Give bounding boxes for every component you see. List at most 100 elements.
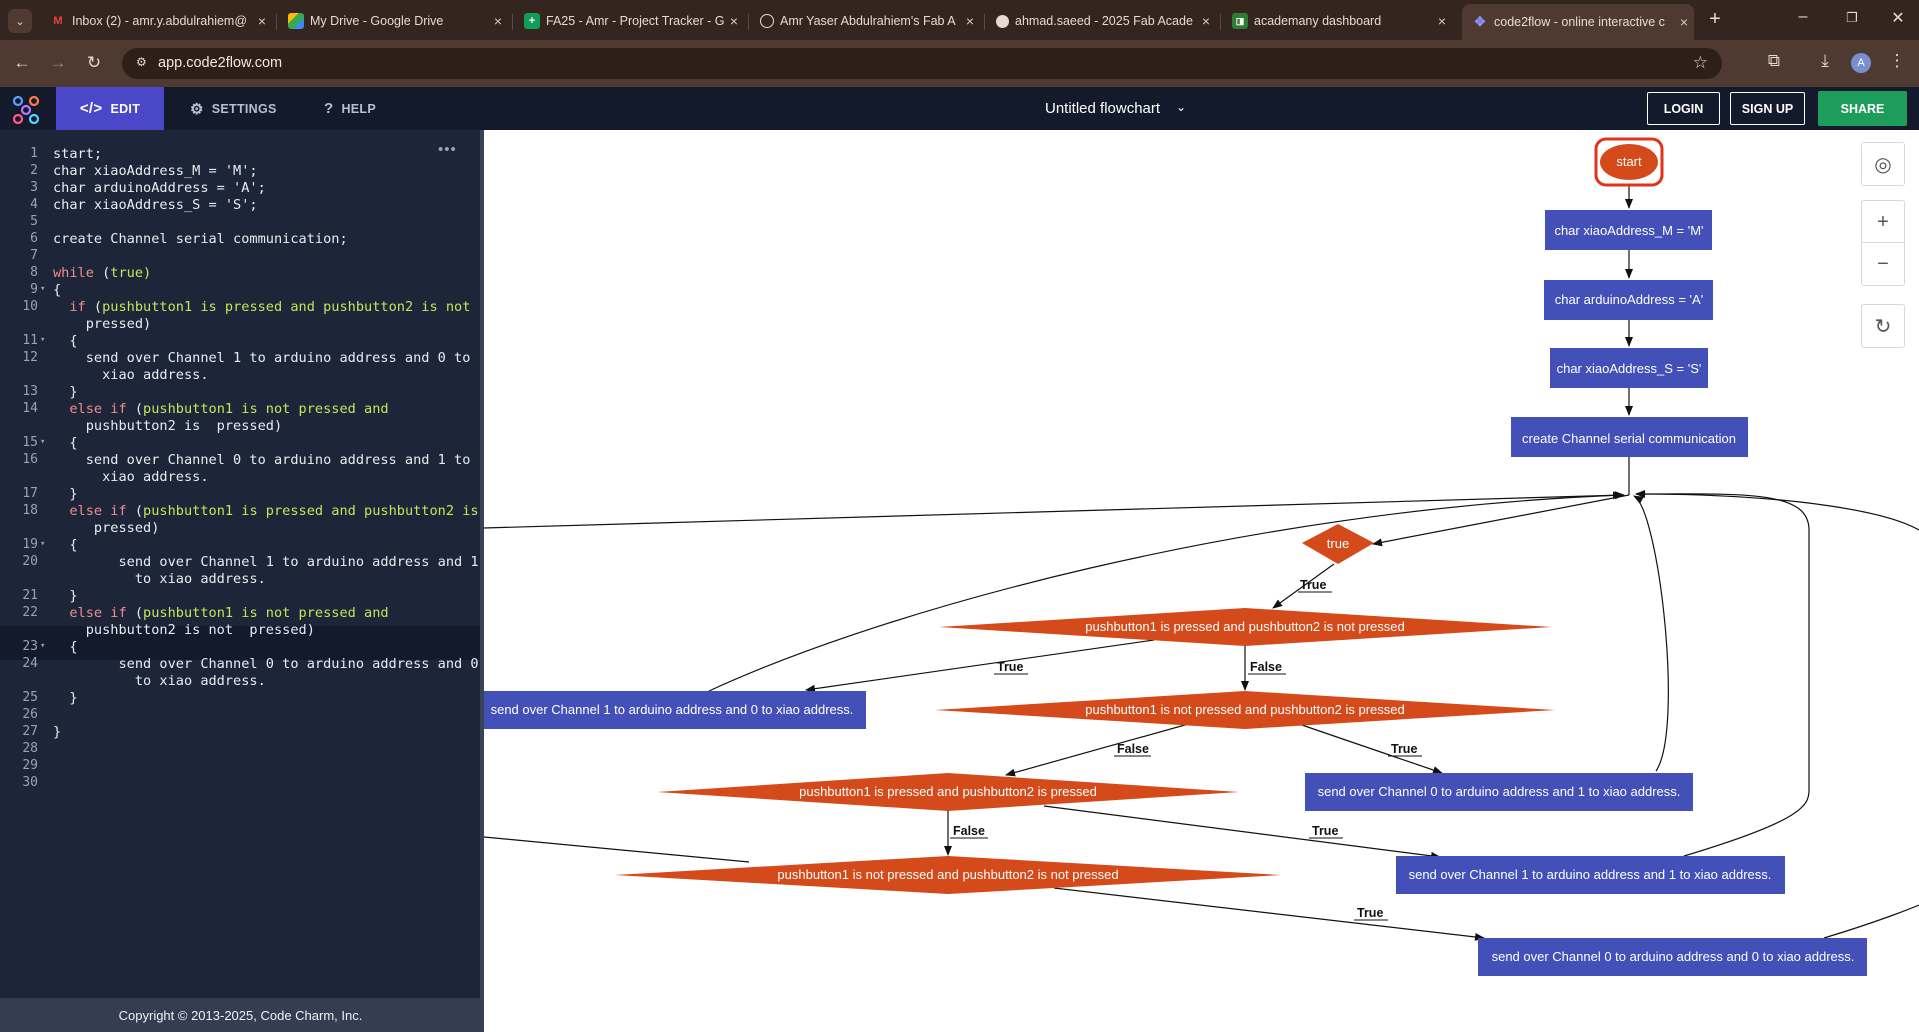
address-bar[interactable]: ⚙ app.code2flow.com ☆	[122, 48, 1722, 79]
code-line[interactable]: 11▾ {	[0, 333, 481, 350]
browser-tab-ahmad[interactable]: ahmad.saeed - 2025 Fab Acade ×	[986, 6, 1216, 36]
document-title[interactable]: Untitled flowchart	[1045, 100, 1161, 117]
code-line[interactable]: pushbutton2 is not pressed)	[0, 622, 481, 639]
code-text[interactable]: while (true)	[53, 265, 152, 281]
code-line[interactable]: 21 }	[0, 588, 481, 605]
signup-button[interactable]: SIGN UP	[1730, 92, 1805, 125]
code-line[interactable]: 30	[0, 775, 481, 792]
download-icon[interactable]: ⤓	[1821, 51, 1829, 70]
code-text[interactable]: if (pushbutton1 is pressed and pushbutto…	[69, 299, 471, 315]
process-node-arduino[interactable]	[1544, 280, 1713, 320]
fold-icon[interactable]: ▾	[40, 437, 46, 447]
decision-node-4[interactable]	[615, 856, 1281, 894]
process-node-xiao-m[interactable]	[1545, 210, 1712, 250]
process-node-send-0-1[interactable]	[1305, 773, 1693, 811]
start-node[interactable]	[1600, 144, 1658, 180]
close-tab-icon[interactable]: ×	[1437, 13, 1447, 29]
forward-icon[interactable]: →	[49, 53, 67, 72]
code-line[interactable]: 24 send over Channel 0 to arduino addres…	[0, 656, 481, 673]
close-tab-icon[interactable]: ×	[965, 13, 975, 29]
more-options-icon[interactable]: •••	[438, 141, 457, 158]
target-icon[interactable]: ◎	[1861, 142, 1905, 186]
code-line[interactable]: 25 }	[0, 690, 481, 707]
tab-help[interactable]: ? HELP	[324, 87, 376, 130]
decision-node-1[interactable]	[939, 608, 1552, 646]
code-text[interactable]: pushbutton2 is not pressed)	[53, 622, 315, 638]
back-icon[interactable]: ←	[13, 53, 31, 72]
code-text[interactable]: {	[53, 537, 78, 553]
code-text[interactable]: to xiao address.	[53, 571, 266, 587]
code-text[interactable]: send over Channel 1 to arduino address a…	[53, 350, 471, 366]
process-node-channel[interactable]	[1511, 417, 1748, 457]
new-tab-icon[interactable]: +	[1709, 8, 1721, 30]
code-line[interactable]: pressed)	[0, 520, 481, 537]
fold-icon[interactable]: ▾	[40, 284, 46, 294]
flowchart-canvas[interactable]: start char xiaoAddress_M = 'M' char ardu…	[484, 130, 1919, 1032]
browser-tab-academany[interactable]: ◨ academany dashboard ×	[1222, 6, 1452, 36]
fold-icon[interactable]: ▾	[40, 335, 46, 345]
code-text[interactable]: {	[53, 282, 62, 298]
code-line[interactable]: 20 send over Channel 1 to arduino addres…	[0, 554, 481, 571]
code-text[interactable]: {	[53, 639, 78, 655]
tab-search-button[interactable]: ⌄	[8, 9, 32, 33]
zoom-in-icon[interactable]: +	[1861, 200, 1905, 244]
profile-avatar[interactable]: A	[1851, 53, 1871, 73]
close-tab-icon[interactable]: ×	[493, 13, 503, 29]
flowchart-svg[interactable]: start char xiaoAddress_M = 'M' char ardu…	[484, 130, 1919, 1032]
bookmark-star-icon[interactable]: ☆	[1692, 53, 1708, 72]
browser-tab-code2flow[interactable]: ✥ code2flow - online interactive c ×	[1462, 4, 1694, 40]
code-line[interactable]: 5	[0, 214, 481, 231]
code-text[interactable]: pressed)	[53, 520, 160, 536]
reload-icon[interactable]: ↻	[86, 53, 102, 72]
process-node-send-1-0[interactable]	[484, 691, 866, 729]
code-text[interactable]: create Channel serial communication;	[53, 231, 348, 247]
code-line[interactable]: 7	[0, 248, 481, 265]
restore-icon[interactable]: ❐	[1846, 10, 1858, 25]
minimize-icon[interactable]: –	[1798, 8, 1808, 25]
code-text[interactable]: }	[53, 588, 78, 604]
code-line[interactable]: 16 send over Channel 0 to arduino addres…	[0, 452, 481, 469]
code-text[interactable]: }	[53, 724, 62, 740]
code-text[interactable]: }	[53, 690, 78, 706]
decision-node-loop[interactable]	[1302, 524, 1374, 564]
code-text[interactable]: {	[53, 333, 78, 349]
code-text[interactable]: send over Channel 1 to arduino address a…	[53, 554, 479, 570]
code-line[interactable]: 9▾{	[0, 282, 481, 299]
code-text[interactable]: char xiaoAddress_S = 'S';	[53, 197, 258, 213]
code-text[interactable]: char xiaoAddress_M = 'M';	[53, 163, 258, 179]
close-tab-icon[interactable]: ×	[729, 13, 739, 29]
process-node-xiao-s[interactable]	[1550, 348, 1708, 388]
code-line[interactable]: xiao address.	[0, 367, 481, 384]
code-text[interactable]: pushbutton2 is pressed)	[53, 418, 283, 434]
extensions-icon[interactable]: ⧉	[1767, 51, 1781, 70]
code-line[interactable]: pushbutton2 is pressed)	[0, 418, 481, 435]
code-text[interactable]: start;	[53, 146, 103, 162]
code-line[interactable]: 23▾ {	[0, 639, 481, 656]
code-line[interactable]: 18 else if (pushbutton1 is pressed and p…	[0, 503, 481, 520]
process-node-send-1-1[interactable]	[1396, 856, 1785, 894]
browser-tab-sheets[interactable]: + FA25 - Amr - Project Tracker - G ×	[514, 6, 744, 36]
code-line[interactable]: 17 }	[0, 486, 481, 503]
browser-tab-gmail[interactable]: M Inbox (2) - amr.y.abdulrahiem@ ×	[40, 6, 272, 36]
code-text[interactable]: send over Channel 0 to arduino address a…	[53, 656, 479, 672]
zoom-out-icon[interactable]: −	[1861, 242, 1905, 286]
tab-settings[interactable]: ⚙ SETTINGS	[190, 87, 277, 130]
code-line[interactable]: 15▾ {	[0, 435, 481, 452]
code-text[interactable]: {	[53, 435, 78, 451]
fold-icon[interactable]: ▾	[40, 539, 46, 549]
close-window-icon[interactable]: ✕	[1891, 10, 1905, 27]
code-text[interactable]: }	[53, 486, 78, 502]
code-text[interactable]: send over Channel 0 to arduino address a…	[53, 452, 471, 468]
code-line[interactable]: xiao address.	[0, 469, 481, 486]
code-text[interactable]: xiao address.	[53, 469, 209, 485]
process-node-send-0-0[interactable]	[1478, 938, 1867, 976]
code-line[interactable]: 28	[0, 741, 481, 758]
fold-icon[interactable]: ▾	[40, 641, 46, 651]
pane-splitter[interactable]	[480, 130, 484, 1032]
code-line[interactable]: pressed)	[0, 316, 481, 333]
browser-tab-drive[interactable]: My Drive - Google Drive ×	[278, 6, 508, 36]
